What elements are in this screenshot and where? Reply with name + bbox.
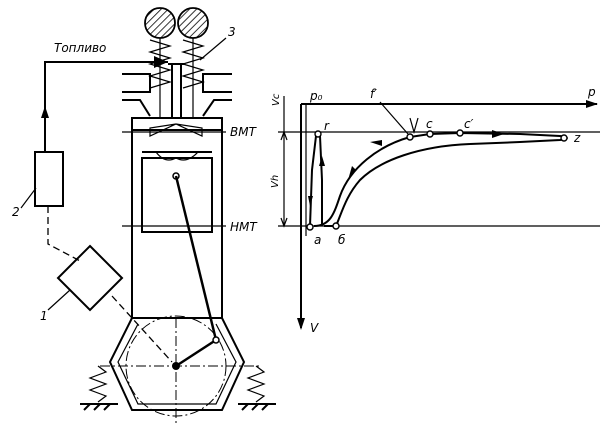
- point-f-prime: [406, 133, 414, 141]
- fuel-line: [44, 56, 168, 152]
- pv-diagram: V p p₀ Vc Vh: [270, 85, 600, 335]
- point-a: [306, 223, 314, 231]
- mount-spring-left: [88, 365, 108, 403]
- loop-arrow-2: [370, 140, 382, 146]
- loop-arrow-5: [319, 156, 325, 166]
- regulator-diamond: [56, 244, 124, 312]
- mount-base-left: [80, 403, 118, 411]
- exhaust-port: [202, 73, 232, 117]
- intake-stroke: [309, 135, 317, 227]
- vh-dimension-ticks: [280, 130, 288, 228]
- valve-spring-cap-right: [177, 7, 209, 39]
- crankcase: [108, 317, 246, 411]
- mount-spring-right: [246, 365, 266, 403]
- label-r: r: [324, 119, 330, 133]
- point-c: [426, 130, 434, 138]
- p-axis-label: p: [587, 85, 596, 99]
- valve-spring-left: [147, 39, 173, 89]
- exhaust-stroke: [319, 135, 323, 224]
- leader-line-3: [199, 37, 227, 61]
- fuel-label: Топливо: [54, 41, 106, 55]
- leader-line-2: [20, 187, 37, 209]
- bdc-label: НМТ: [230, 220, 258, 234]
- loop-arrow-3: [348, 166, 356, 180]
- mount-base-right: [238, 403, 276, 411]
- part-1-label: 1: [40, 309, 48, 323]
- point-r: [314, 130, 322, 138]
- v-axis-arrow: [297, 318, 305, 330]
- fuel-flow-arrow: [41, 106, 49, 118]
- expansion-curve: [335, 143, 471, 227]
- crank-pin: [212, 336, 220, 344]
- compression-curve: [313, 136, 411, 227]
- injector: [168, 63, 185, 118]
- label-c: c: [426, 117, 433, 131]
- fuel-pump-box: [34, 151, 64, 207]
- vh-label: Vh: [270, 175, 281, 188]
- engine-schematic: Топливо 2 1 3 ВМТ НМТ: [12, 7, 276, 425]
- intake-port: [122, 73, 151, 117]
- part-3-label: 3: [228, 25, 236, 39]
- loop-arrow-4: [308, 196, 313, 206]
- crank-throw: [175, 338, 217, 368]
- label-z: z: [573, 131, 581, 145]
- label-c-prime: c′: [464, 117, 474, 131]
- point-c-prime: [456, 129, 464, 137]
- piston: [141, 151, 213, 233]
- connecting-rod: [174, 175, 218, 341]
- point-b: [332, 222, 340, 230]
- leader-f-prime: [379, 101, 409, 135]
- control-linkage: [47, 206, 83, 263]
- vc-label: Vc: [271, 93, 282, 106]
- label-b: б: [338, 233, 346, 247]
- tdc-label: ВМТ: [230, 125, 258, 139]
- point-z: [560, 134, 568, 142]
- v-axis-label: V: [310, 321, 319, 335]
- part-2-label: 2: [12, 205, 20, 219]
- injection-mark: [409, 117, 419, 135]
- leader-line-1: [47, 289, 71, 311]
- label-a: a: [314, 233, 321, 247]
- crankcase-inner: [117, 323, 237, 405]
- piston-bowl: [155, 151, 199, 161]
- label-f-prime: f′: [370, 87, 377, 101]
- p-axis-arrow: [586, 100, 598, 108]
- valve-spring-cap-left: [144, 7, 176, 39]
- loop-arrow-1: [492, 130, 504, 138]
- p0-label: p₀: [309, 89, 323, 103]
